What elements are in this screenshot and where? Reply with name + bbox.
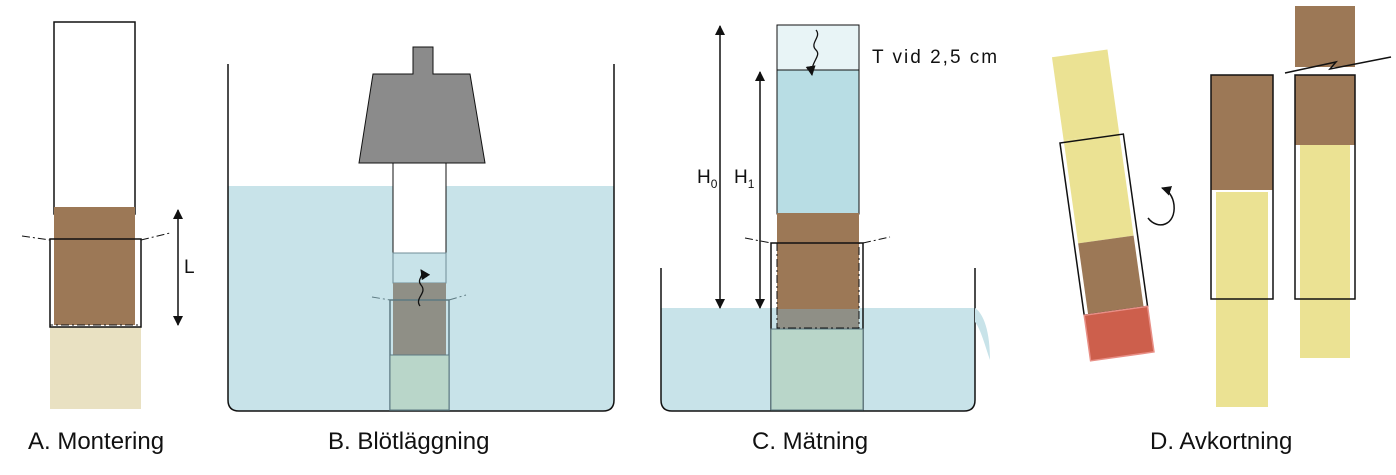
soil-submerged-c xyxy=(777,309,859,329)
overflow-c xyxy=(975,308,990,360)
caption-b: B. Blötläggning xyxy=(328,428,489,455)
tilted-yellow-upper xyxy=(1051,49,1120,141)
soil-sample-c xyxy=(777,213,859,309)
cut-line-icon xyxy=(1284,56,1392,74)
dimension-label-l: L xyxy=(184,257,195,278)
tube-b-upper xyxy=(392,162,447,254)
middle-sleeve xyxy=(1210,74,1274,300)
h0-label: H0 xyxy=(697,167,718,191)
tube-c-top-water xyxy=(776,24,860,71)
cut-soil-piece xyxy=(1295,6,1355,67)
sand-base-b xyxy=(389,354,450,411)
h1-label: H1 xyxy=(734,167,755,191)
panel-d: D. Avkortning xyxy=(1051,6,1392,455)
rotate-arrow-icon xyxy=(1147,186,1175,226)
tube-c-water xyxy=(776,69,860,215)
right-sleeve xyxy=(1294,74,1356,300)
water-flow-arrow-c xyxy=(805,29,819,76)
caption-c: C. Mätning xyxy=(752,428,868,455)
dashdot-contour-c xyxy=(744,236,891,329)
dashdot-contour-b xyxy=(371,294,467,301)
tilted-soil xyxy=(1078,235,1144,315)
panel-c: H0 H1 T vid 2,5 cm C. Mätning xyxy=(660,24,999,455)
caption-a: A. Montering xyxy=(28,428,164,455)
basin-b xyxy=(227,64,615,412)
panel-b: B. Blötläggning xyxy=(227,46,615,455)
right-soil xyxy=(1295,75,1355,145)
middle-soil xyxy=(1211,75,1273,190)
water-flow-arrow-b xyxy=(417,269,431,307)
tilted-yellow-lower xyxy=(1063,132,1134,244)
sand-base-c xyxy=(770,328,864,411)
tube-b-water xyxy=(392,252,447,284)
empty-tube-a xyxy=(53,21,136,215)
panel-a: L A. Montering xyxy=(21,21,195,455)
dashdot-contour-a xyxy=(21,232,171,326)
soil-sample-a xyxy=(54,207,135,325)
temperature-annotation: T vid 2,5 cm xyxy=(872,47,999,68)
caption-d: D. Avkortning xyxy=(1150,428,1292,455)
tilted-cap xyxy=(1083,305,1155,362)
weight xyxy=(358,46,486,164)
sand-base-a xyxy=(50,327,141,409)
tilted-assembly xyxy=(1051,49,1155,362)
soil-sample-b xyxy=(393,283,446,355)
basin-c xyxy=(660,268,976,412)
right-yellow xyxy=(1300,145,1350,358)
